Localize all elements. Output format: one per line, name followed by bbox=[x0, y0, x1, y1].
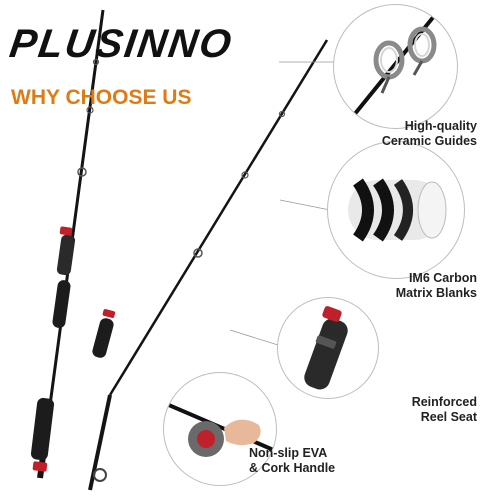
rod-right bbox=[88, 39, 329, 491]
brand-logo: PLUSINNO bbox=[6, 22, 236, 66]
feature-label-handle: Non-slip EVA & Cork Handle bbox=[249, 446, 336, 475]
rod-left bbox=[30, 9, 105, 479]
ceramic-guides-icon bbox=[333, 4, 458, 129]
feature-label-blanks: IM6 Carbon Matrix Blanks bbox=[395, 271, 477, 300]
feature-label-reel-seat: Reinforced Reel Seat bbox=[411, 395, 477, 424]
handle-grip-icon bbox=[163, 372, 277, 486]
pointer-line-blanks bbox=[279, 199, 331, 211]
reel-seat-icon bbox=[277, 297, 379, 399]
tagline: WHY CHOOSE US bbox=[11, 86, 192, 109]
carbon-blank-icon bbox=[327, 141, 465, 279]
pointer-line-seat bbox=[229, 329, 279, 346]
feature-label-guides: High-quality Ceramic Guides bbox=[381, 119, 477, 148]
